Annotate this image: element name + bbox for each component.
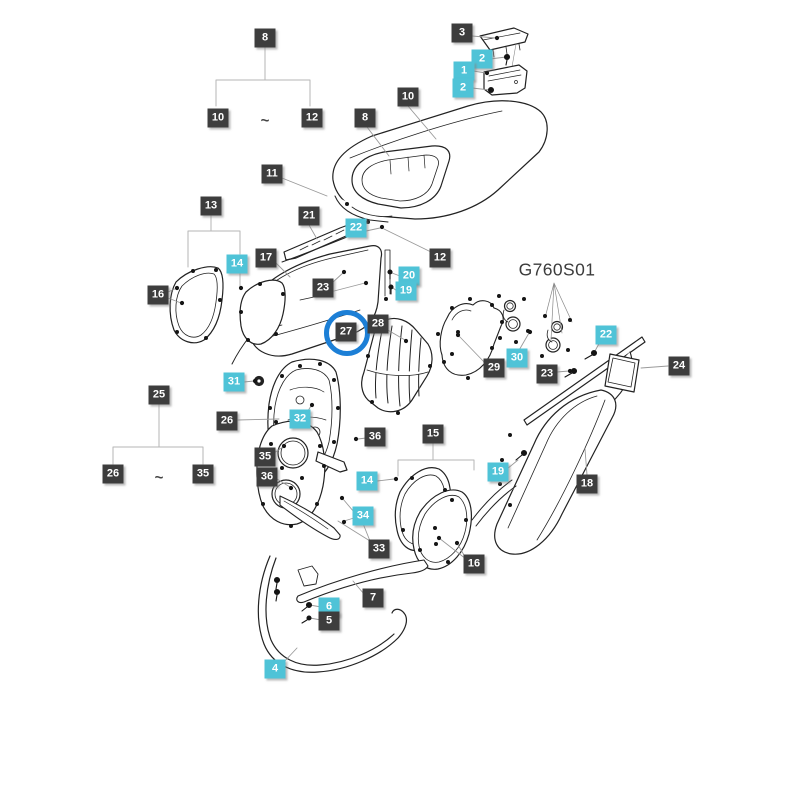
part-label-34[interactable]: 34 bbox=[352, 506, 374, 526]
lower-guard-drawing bbox=[257, 555, 429, 673]
part-label-26[interactable]: 26 bbox=[216, 411, 238, 431]
part-label-22[interactable]: 22 bbox=[345, 218, 367, 238]
part-label-2[interactable]: 2 bbox=[452, 78, 474, 98]
leader-lines bbox=[167, 35, 669, 664]
part-label-1[interactable]: 1 bbox=[453, 61, 475, 81]
part-label-25[interactable]: 25 bbox=[148, 385, 170, 405]
part-label-23[interactable]: 23 bbox=[536, 364, 558, 384]
part-label-7[interactable]: 7 bbox=[362, 588, 384, 608]
gasket-outline-drawing bbox=[439, 300, 504, 376]
part-label-12[interactable]: 12 bbox=[429, 248, 451, 268]
part-label-4[interactable]: 4 bbox=[264, 659, 286, 679]
latch-bracket-drawing bbox=[479, 27, 529, 96]
part-label-8[interactable]: 8 bbox=[354, 108, 376, 128]
part-label-19[interactable]: 19 bbox=[395, 281, 417, 301]
fastener-dots bbox=[174, 35, 573, 564]
headlamps-drawing bbox=[502, 299, 564, 353]
part-label-21[interactable]: 21 bbox=[298, 206, 320, 226]
model-code-label: G760S01 bbox=[518, 259, 596, 280]
part-label-18[interactable]: 18 bbox=[576, 474, 598, 494]
part-label-22[interactable]: 22 bbox=[595, 325, 617, 345]
part-label-16[interactable]: 16 bbox=[147, 285, 169, 305]
part-label-3[interactable]: 3 bbox=[451, 23, 473, 43]
grouping-brackets bbox=[112, 46, 475, 477]
tilde-separator: ~ bbox=[260, 112, 270, 130]
part-label-35[interactable]: 35 bbox=[254, 447, 276, 467]
part-label-27[interactable]: 27 bbox=[335, 322, 357, 342]
part-label-12[interactable]: 12 bbox=[301, 108, 323, 128]
hood-drawing bbox=[332, 100, 548, 223]
part-label-16[interactable]: 16 bbox=[463, 554, 485, 574]
gasket-panels-drawing bbox=[169, 266, 286, 345]
part-label-15[interactable]: 15 bbox=[422, 424, 444, 444]
center-grille-drawing bbox=[361, 317, 433, 413]
part-label-2[interactable]: 2 bbox=[471, 49, 493, 69]
part-label-23[interactable]: 23 bbox=[312, 278, 334, 298]
screw-glyphs bbox=[273, 53, 598, 624]
model-code-fan-lines bbox=[544, 282, 573, 341]
part-label-29[interactable]: 29 bbox=[483, 358, 505, 378]
part-label-32[interactable]: 32 bbox=[289, 409, 311, 429]
part-label-31[interactable]: 31 bbox=[223, 372, 245, 392]
part-label-30[interactable]: 30 bbox=[506, 348, 528, 368]
part-label-36[interactable]: 36 bbox=[256, 467, 278, 487]
part-label-19[interactable]: 19 bbox=[487, 462, 509, 482]
front-grille-drawing bbox=[256, 420, 348, 540]
part-label-26[interactable]: 26 bbox=[102, 464, 124, 484]
part-label-28[interactable]: 28 bbox=[367, 314, 389, 334]
side-panel-right-drawing bbox=[471, 389, 617, 555]
part-label-10[interactable]: 10 bbox=[397, 87, 419, 107]
part-label-10[interactable]: 10 bbox=[207, 108, 229, 128]
part-label-14[interactable]: 14 bbox=[226, 254, 248, 274]
part-label-35[interactable]: 35 bbox=[192, 464, 214, 484]
part-label-33[interactable]: 33 bbox=[368, 539, 390, 559]
part-label-5[interactable]: 5 bbox=[318, 611, 340, 631]
part-label-17[interactable]: 17 bbox=[255, 248, 277, 268]
part-label-8[interactable]: 8 bbox=[254, 28, 276, 48]
part-label-11[interactable]: 11 bbox=[261, 164, 283, 184]
part-label-24[interactable]: 24 bbox=[668, 356, 690, 376]
part-label-14[interactable]: 14 bbox=[356, 471, 378, 491]
part-label-36[interactable]: 36 bbox=[364, 427, 386, 447]
part-label-13[interactable]: 13 bbox=[200, 196, 222, 216]
part-label-20[interactable]: 20 bbox=[398, 266, 420, 286]
tilde-separator: ~ bbox=[154, 469, 164, 487]
side-screens-drawing bbox=[394, 467, 472, 570]
